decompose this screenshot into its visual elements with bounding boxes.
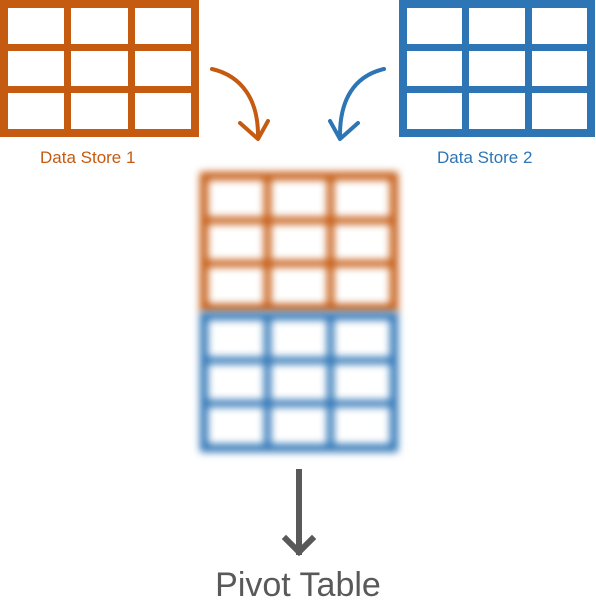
arrow-merged-to-pivot: [281, 469, 317, 557]
merged-table-bottom-part: [200, 312, 398, 452]
table-cell: [134, 8, 191, 44]
table-cell: [334, 223, 390, 261]
table-cell: [208, 267, 264, 304]
table-cell: [334, 363, 390, 401]
table-cell: [271, 267, 327, 304]
arrow-store1-to-merged: [210, 67, 270, 141]
table-cell: [271, 180, 327, 217]
table-cell: [531, 8, 587, 44]
table-cell: [8, 50, 65, 87]
table-cell: [8, 93, 65, 129]
table-cell: [271, 223, 327, 261]
table-cell: [134, 50, 191, 87]
table-cell: [407, 93, 463, 129]
table-cell: [271, 320, 327, 357]
table-cell: [8, 8, 65, 44]
data-store-2-label: Data Store 2: [437, 148, 533, 167]
table-cell: [531, 50, 587, 87]
table-cell: [334, 267, 390, 304]
pivot-table-label: Pivot Table: [215, 566, 381, 604]
table-cell: [208, 180, 264, 217]
table-cell: [208, 320, 264, 357]
table-cell: [334, 320, 390, 357]
arrow-store2-to-merged: [328, 67, 386, 141]
data-store-1-table: [0, 0, 199, 137]
table-cell: [71, 50, 128, 87]
table-cell: [208, 223, 264, 261]
data-store-2-table: [399, 0, 595, 137]
table-cell: [407, 8, 463, 44]
table-cell: [208, 407, 264, 444]
table-cell: [134, 93, 191, 129]
table-cell: [271, 363, 327, 401]
data-store-1-label: Data Store 1: [40, 148, 136, 167]
table-cell: [71, 8, 128, 44]
table-cell: [531, 93, 587, 129]
table-cell: [469, 93, 525, 129]
table-cell: [469, 50, 525, 87]
table-cell: [71, 93, 128, 129]
table-cell: [469, 8, 525, 44]
table-cell: [334, 407, 390, 444]
table-cell: [208, 363, 264, 401]
table-cell: [334, 180, 390, 217]
merged-table-top-part: [200, 172, 398, 312]
table-cell: [407, 50, 463, 87]
table-cell: [271, 407, 327, 444]
